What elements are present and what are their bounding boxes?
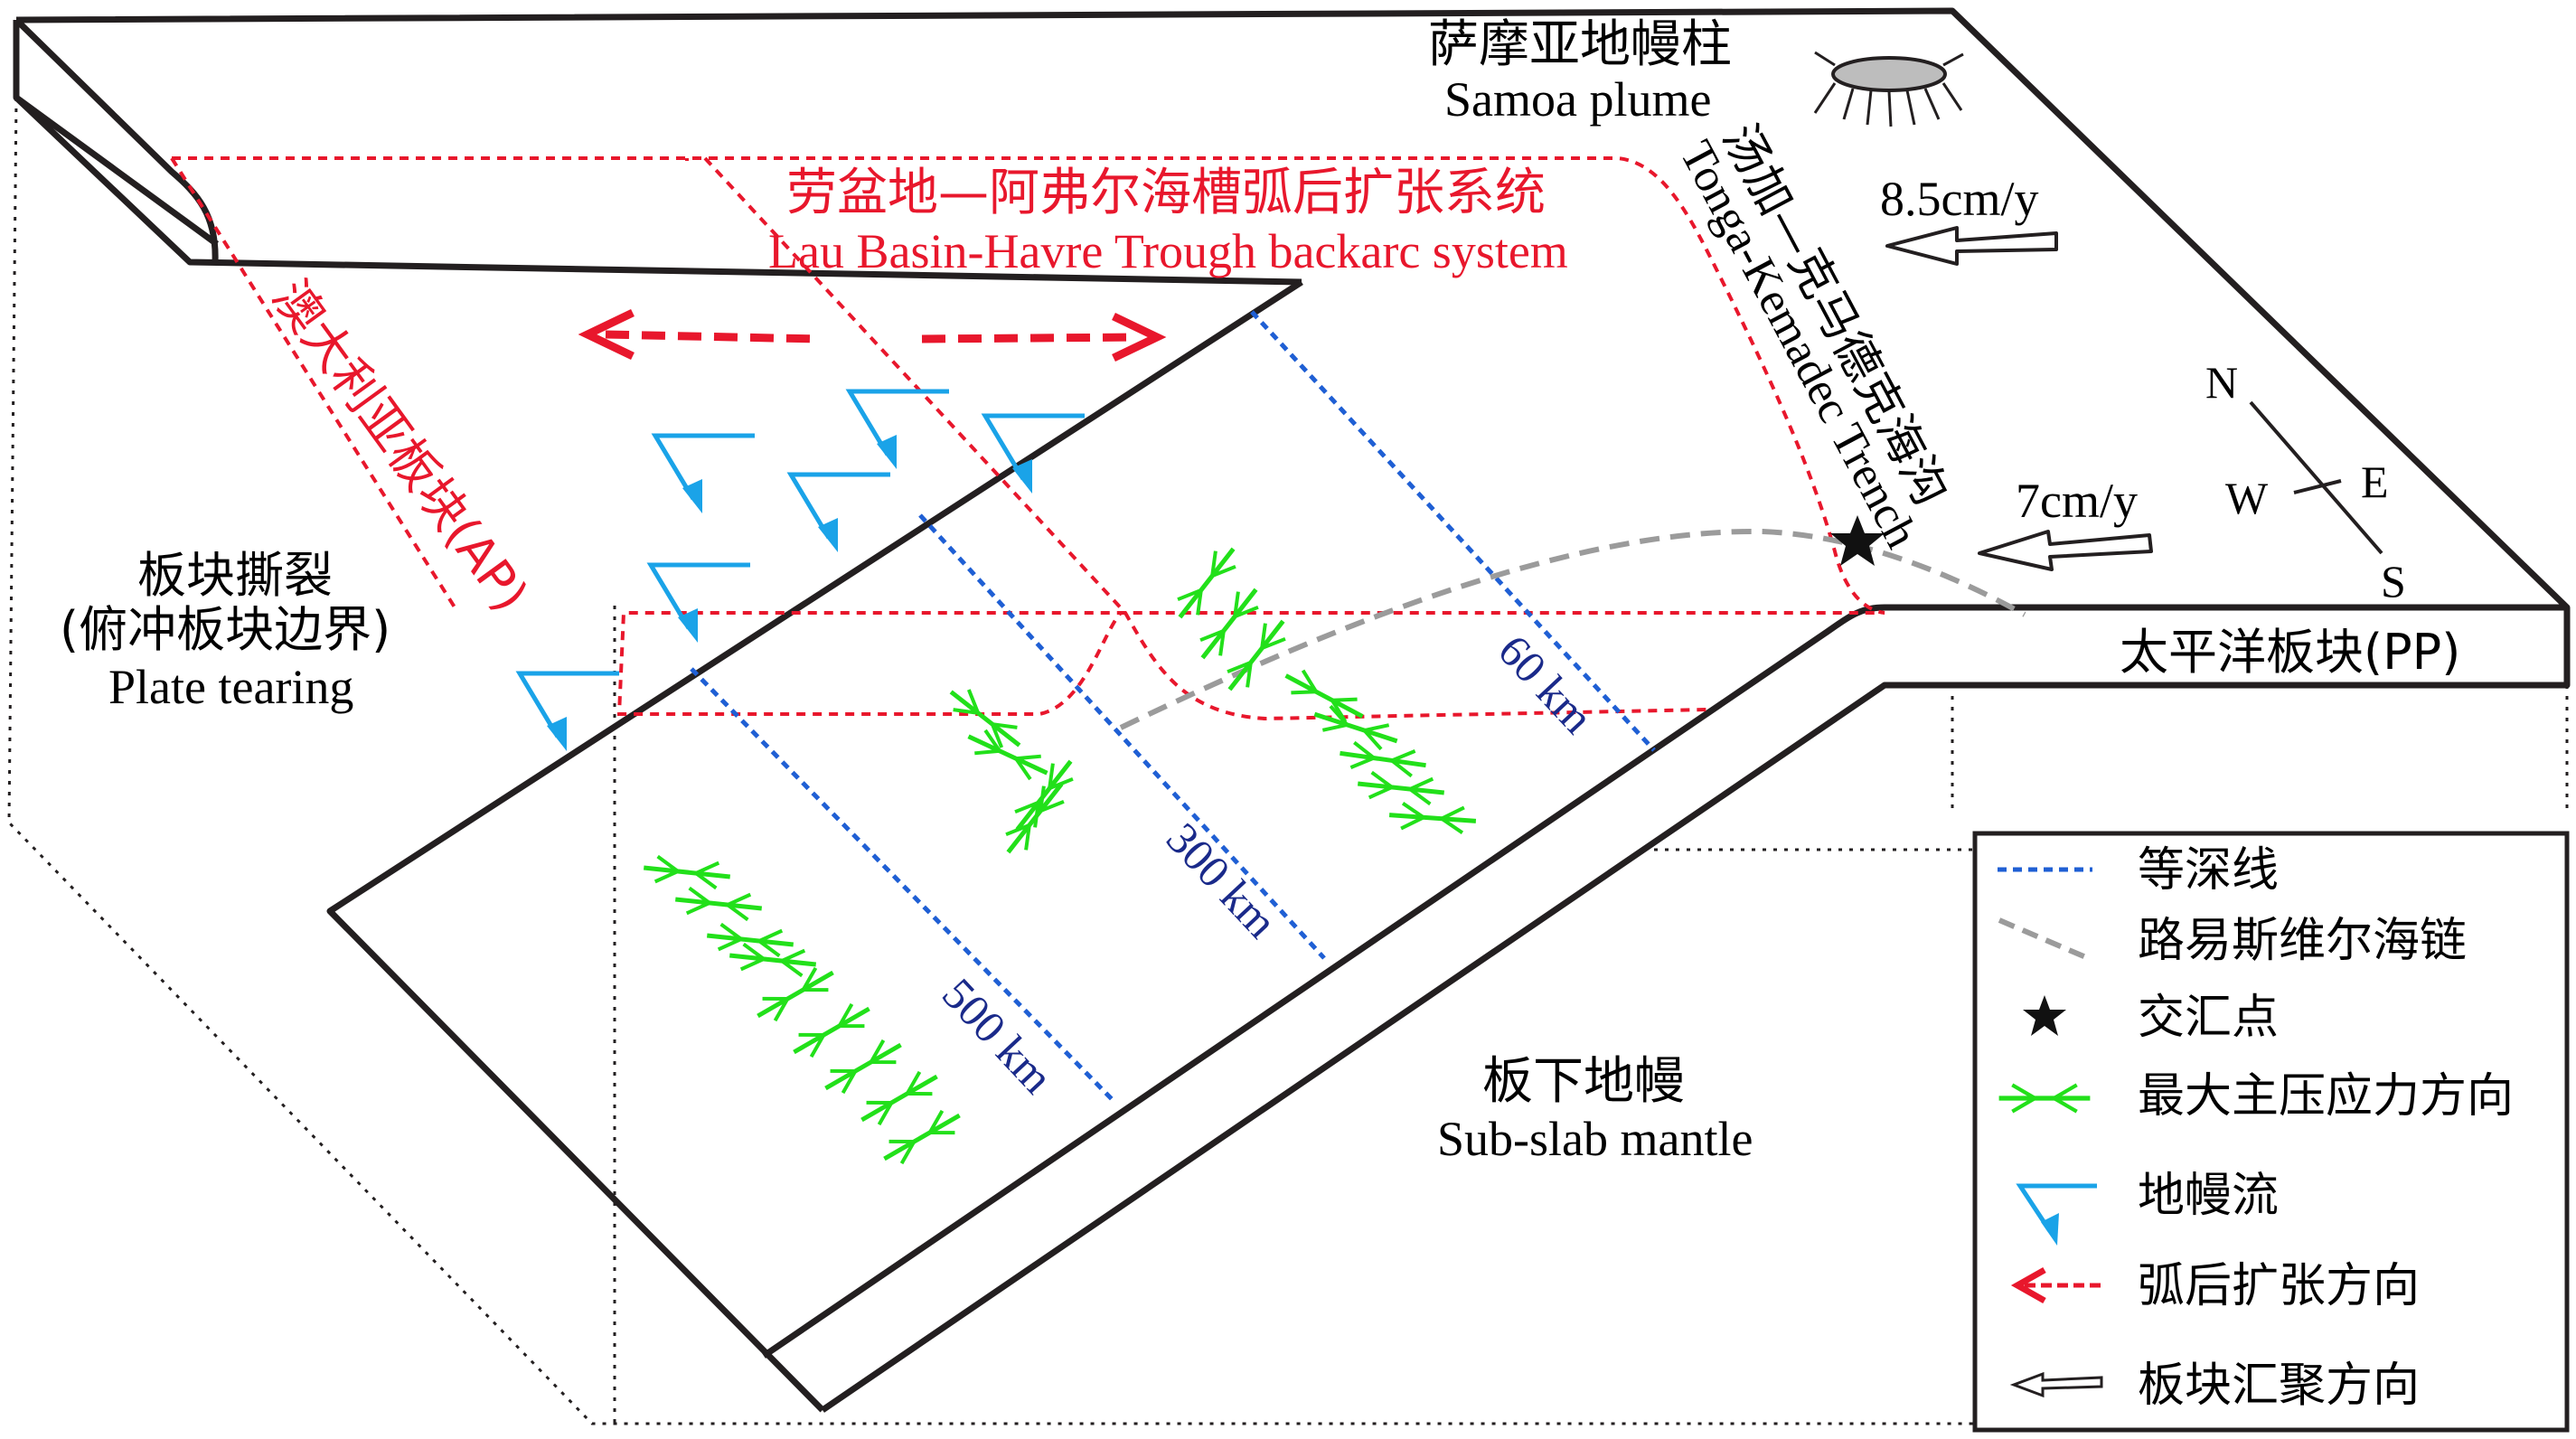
legend-label-contour: 等深线 — [2138, 843, 2279, 898]
samoa-plume-icon — [1813, 51, 1964, 127]
legend-label-spreading: 弧后扩张方向 — [2138, 1259, 2420, 1313]
legend-label-stress: 最大主压应力方向 — [2138, 1069, 2514, 1124]
legend-convergence-swatch — [2009, 1371, 2103, 1398]
legend-label-junction: 交汇点 — [2138, 991, 2279, 1045]
tearing-label-cn1: 板块撕裂 — [137, 547, 333, 604]
mantle-flow-arrows — [520, 391, 1085, 751]
compass-n: N — [2205, 357, 2238, 408]
plume-label-en: Samoa plume — [1444, 72, 1711, 127]
depth-label-500: 500 km — [933, 968, 1063, 1103]
legend — [1972, 831, 2570, 1433]
backarc-label-en: Lau Basin-Havre Trough backarc system — [768, 224, 1568, 278]
legend-spreading-swatch — [2010, 1266, 2101, 1304]
contour-300 — [918, 513, 1326, 960]
legend-mantle-swatch — [2016, 1183, 2097, 1246]
compass-w: W — [2225, 473, 2269, 523]
backarc-spreading-arrows — [578, 308, 1167, 362]
pp-label: 太平洋板块(PP) — [2120, 624, 2460, 681]
legend-label-mantle: 地幔流 — [2138, 1169, 2279, 1223]
plume-label-cn: 萨摩亚地幔柱 — [1428, 15, 1732, 74]
depth-contours — [690, 310, 1656, 1103]
louisville-chain — [1119, 528, 2026, 730]
block-hidden-edges — [7, 97, 2569, 1425]
subslab-label-en: Sub-slab mantle — [1437, 1112, 1753, 1166]
contour-500 — [690, 667, 1115, 1103]
rate-label-bottom: 7cm/y — [2016, 474, 2138, 528]
rate-label-top: 8.5cm/y — [1880, 172, 2038, 226]
backarc-boundary — [170, 156, 1885, 721]
compass-e: E — [2361, 456, 2389, 507]
stress-symbols — [643, 541, 1477, 1171]
backarc-label-cn: 劳盆地—阿弗尔海槽弧后扩张系统 — [786, 164, 1546, 222]
convergence-arrow-bottom — [1978, 530, 2153, 571]
depth-label-300: 300 km — [1157, 813, 1287, 947]
convergence-arrow-top — [1885, 226, 2058, 266]
convergence-arrows — [1885, 226, 2153, 571]
tearing-label-en: Plate tearing — [108, 660, 353, 714]
tearing-label-cn2: (俯冲板块边界) — [60, 601, 390, 658]
compass-icon — [2249, 400, 2383, 555]
compass-s: S — [2381, 556, 2406, 607]
legend-chain-swatch — [1998, 917, 2090, 961]
subslab-label-cn: 板下地幔 — [1482, 1052, 1685, 1111]
legend-label-chain: 路易斯维尔海链 — [2138, 914, 2467, 968]
legend-label-convergence: 板块汇聚方向 — [2138, 1359, 2420, 1413]
depth-label-60: 60 km — [1489, 625, 1603, 743]
contour-60 — [1250, 310, 1656, 752]
legend-junction-icon — [2023, 995, 2066, 1036]
junction-star-icon — [1830, 515, 1885, 566]
